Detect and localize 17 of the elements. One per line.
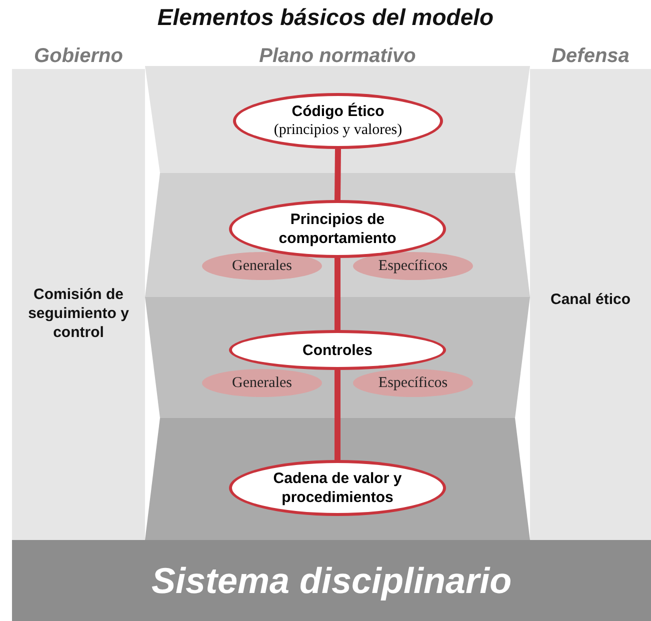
connector-line bbox=[334, 148, 341, 200]
panel-heading: Defensa bbox=[550, 45, 630, 68]
panel-text: Comisión de seguimiento y control bbox=[27, 285, 130, 342]
band-shape bbox=[145, 415, 530, 540]
connector-line bbox=[334, 370, 340, 460]
column-area bbox=[145, 45, 530, 540]
connector-line bbox=[334, 258, 340, 330]
diagram-title: Elementos básicos del modelo bbox=[156, 4, 495, 31]
panel-heading: Gobierno bbox=[33, 45, 124, 68]
panel-text: Canal ético bbox=[549, 290, 632, 309]
side-panel bbox=[530, 45, 651, 540]
band-shape bbox=[145, 66, 530, 173]
column-heading: Plano normativo bbox=[258, 45, 417, 68]
base-bar: Sistema disciplinario bbox=[12, 540, 651, 621]
band-shape bbox=[145, 294, 530, 418]
band-shape bbox=[145, 170, 530, 297]
side-panel bbox=[12, 45, 145, 540]
